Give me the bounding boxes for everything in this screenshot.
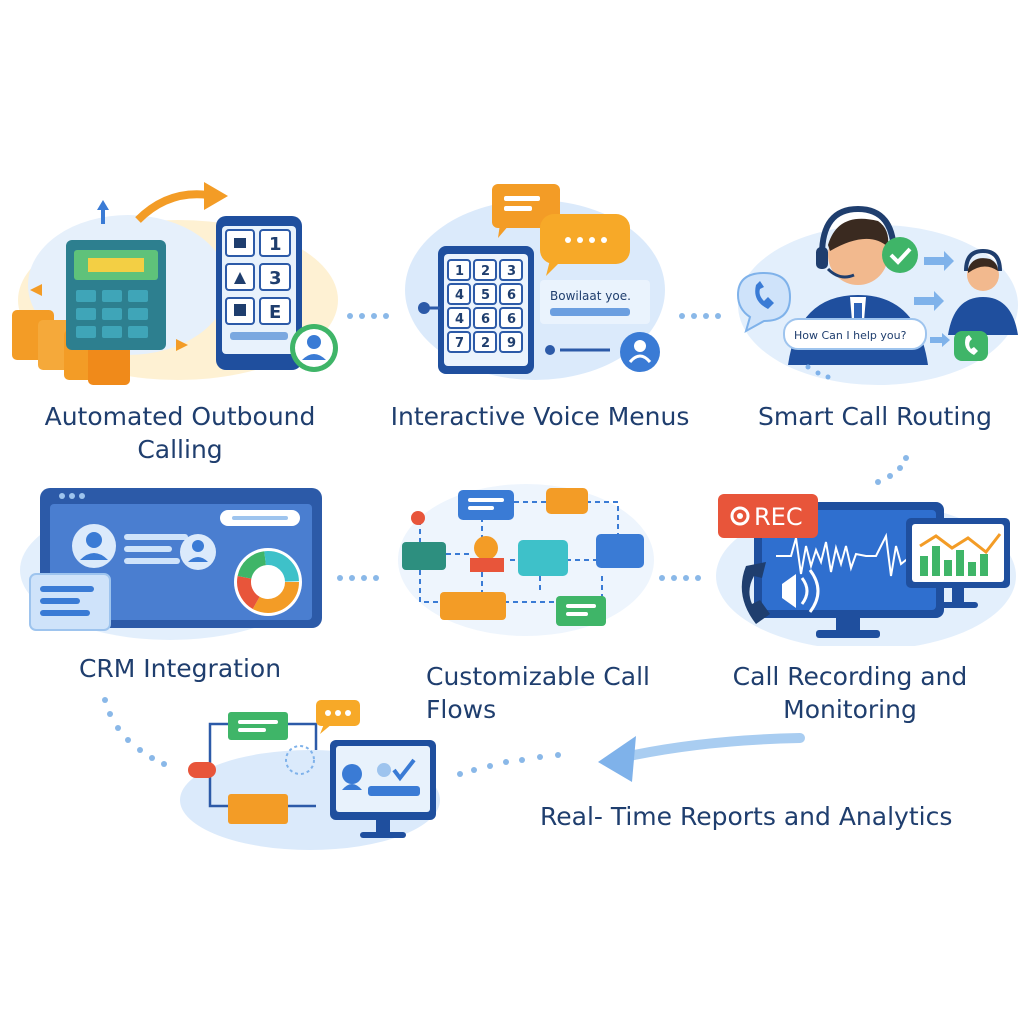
analytics-monitor-icon: [180, 700, 440, 850]
routing-bubble-text: How Can I help you?: [794, 329, 907, 342]
svg-text:6: 6: [481, 312, 490, 327]
svg-text:5: 5: [481, 288, 490, 303]
feature-label-crm: CRM Integration: [78, 654, 282, 683]
feature-label-routing: Smart Call Routing: [757, 402, 993, 431]
feature-label-ivr: Interactive Voice Menus: [390, 402, 690, 431]
feature-label-outbound: Automated Outbound Calling: [44, 402, 316, 464]
svg-text:1: 1: [455, 264, 464, 279]
feature-label-flows: Customizable Call Flows: [426, 662, 650, 724]
svg-text:1: 1: [269, 234, 282, 255]
svg-text:2: 2: [481, 264, 490, 279]
auto-dialer-phone-icon: 1 3E: [12, 182, 338, 385]
rec-badge-text: REC: [754, 503, 803, 531]
svg-text:2: 2: [481, 336, 490, 351]
svg-text:7: 7: [455, 336, 464, 351]
ivr-bubble-text: Bowilaat yoe.: [550, 289, 631, 303]
svg-text:6: 6: [507, 312, 516, 327]
svg-text:3: 3: [269, 268, 282, 289]
agent-headset-icon: How Can I help you?: [736, 205, 1018, 385]
svg-text:3: 3: [507, 264, 516, 279]
flowchart-icon: [398, 484, 654, 636]
svg-text:6: 6: [507, 288, 516, 303]
feature-label-recording: Call Recording and Monitoring: [732, 662, 968, 724]
feature-label-reports: Real- Time Reports and Analytics: [540, 802, 953, 831]
crm-dashboard-icon: [20, 488, 322, 640]
svg-text:4: 4: [455, 288, 464, 303]
keypad-chat-icon: 1 2 3 4 5 6 4 6 6 7 2 9 Bowilaat yoe.: [405, 184, 665, 380]
svg-text:9: 9: [507, 336, 516, 351]
recording-monitor-icon: REC: [716, 494, 1016, 646]
svg-text:E: E: [269, 302, 281, 323]
svg-text:4: 4: [455, 312, 464, 327]
